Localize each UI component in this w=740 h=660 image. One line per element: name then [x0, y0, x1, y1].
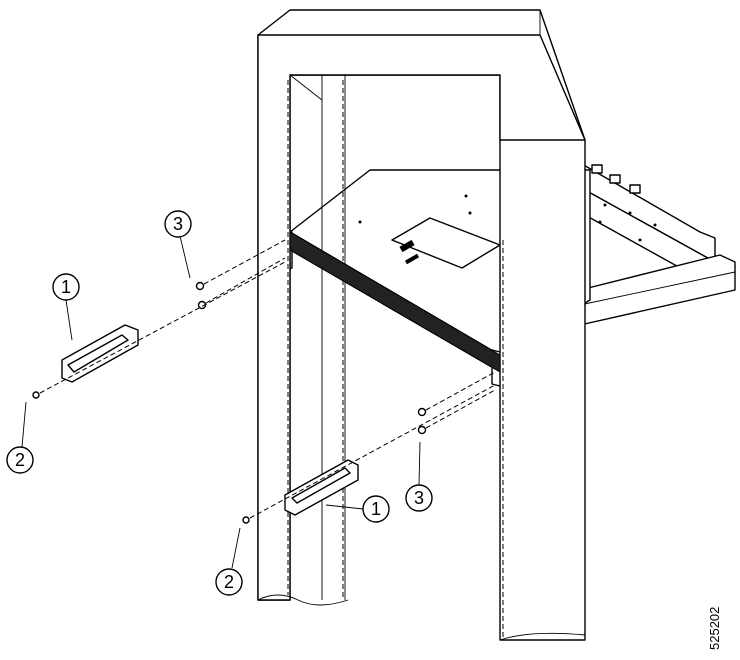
svg-text:3: 3 [414, 488, 424, 508]
alignment-lines [39, 239, 496, 519]
screws [32, 281, 427, 524]
callout-screws-right: 3 [405, 484, 433, 512]
mounting-bracket-right [284, 459, 359, 516]
callout-bracket-right: 1 [362, 495, 390, 523]
mounting-bracket-left [61, 324, 139, 383]
callout-bracket-left: 1 [52, 273, 80, 301]
svg-text:1: 1 [61, 277, 71, 297]
svg-text:2: 2 [224, 572, 234, 592]
leader-lines [21, 235, 421, 569]
callout-screws-top: 3 [164, 210, 192, 238]
svg-text:1: 1 [371, 499, 381, 519]
rear-rail [574, 159, 736, 326]
callout-screw-left: 2 [6, 446, 34, 474]
figure-number: 525202 [707, 606, 722, 650]
svg-text:3: 3 [173, 214, 183, 234]
rack-frame [257, 9, 586, 641]
svg-text:2: 2 [15, 450, 25, 470]
callout-screw-bottom: 2 [215, 568, 243, 596]
